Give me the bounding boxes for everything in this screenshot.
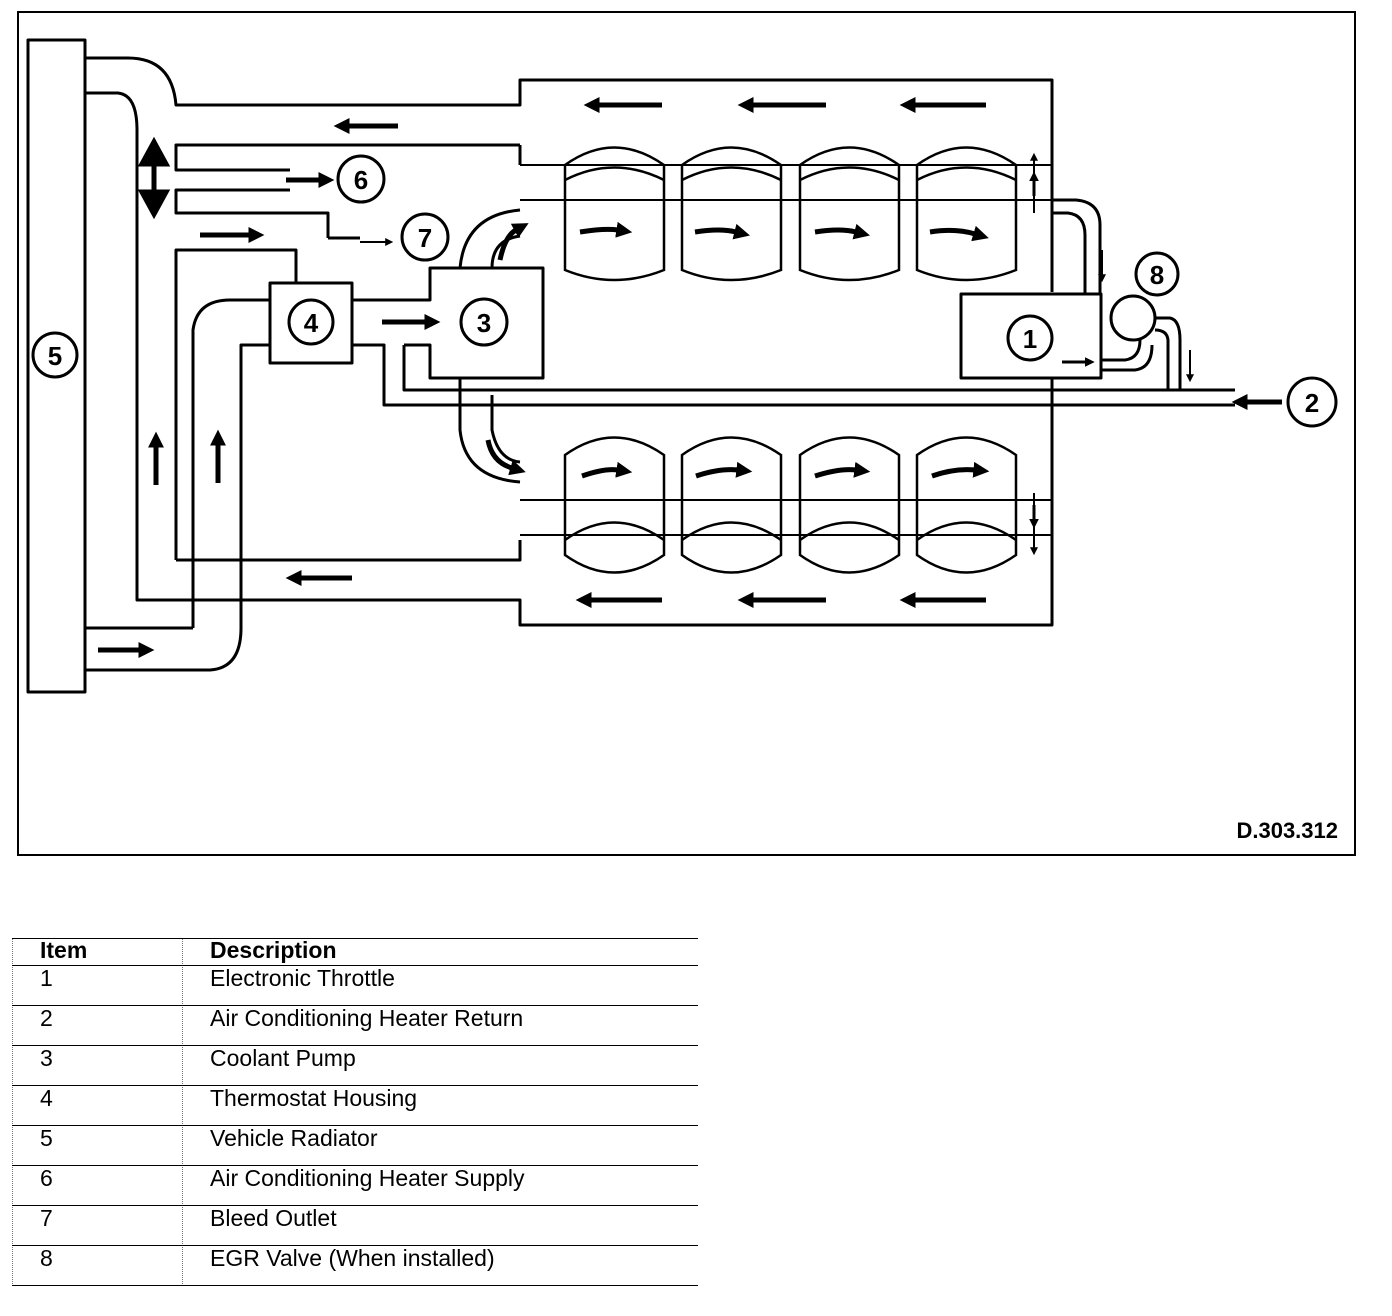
callout-2-circle [1286, 376, 1338, 428]
callout-6-circle [336, 154, 386, 204]
callout-8-circle [1134, 251, 1180, 297]
egr-valve [1109, 294, 1157, 342]
legend-item: 2 [40, 1005, 53, 1031]
legend-row: 6 Air Conditioning Heater Supply [12, 1166, 698, 1206]
callout-2-label: 2 [1305, 388, 1319, 418]
legend-description: Bleed Outlet [210, 1205, 337, 1231]
legend-item: 8 [40, 1245, 53, 1271]
upper-hose [85, 56, 1054, 292]
legend-row: 3 Coolant Pump [12, 1046, 698, 1086]
legend-header-item: Item [40, 937, 88, 963]
legend-item: 6 [40, 1165, 53, 1191]
callout-3-circle [459, 297, 509, 347]
callout-1-label: 1 [1023, 324, 1037, 354]
legend-row: 7 Bleed Outlet [12, 1206, 698, 1246]
legend-table: Item Description 1 Electronic Throttle 2… [12, 938, 698, 1286]
legend-item: 1 [40, 965, 53, 991]
cylinder-bank-lower [563, 436, 1018, 574]
callout-5-label: 5 [48, 341, 62, 371]
coolant-flow-diagram: 1 2 3 4 5 6 7 8 D.303.312 [17, 11, 1356, 856]
thermostat-housing [268, 281, 354, 365]
callout-5-circle [31, 331, 79, 379]
callout-1-circle [1006, 314, 1054, 362]
callout-8-label: 8 [1150, 260, 1164, 290]
flow-arrows [98, 96, 1282, 659]
legend-description: Air Conditioning Heater Supply [210, 1165, 525, 1191]
legend-row: 4 Thermostat Housing [12, 1086, 698, 1126]
legend-item: 3 [40, 1045, 53, 1071]
legend-row: 8 EGR Valve (When installed) [12, 1246, 698, 1286]
cylinder-bank-upper [563, 146, 1018, 282]
legend-row: 5 Vehicle Radiator [12, 1126, 698, 1166]
legend-item: 7 [40, 1205, 53, 1231]
legend-description: EGR Valve (When installed) [210, 1245, 495, 1271]
diagram-frame [17, 11, 1356, 856]
callout-4-label: 4 [304, 308, 319, 338]
legend-row: 2 Air Conditioning Heater Return [12, 1006, 698, 1046]
legend-description: Coolant Pump [210, 1045, 356, 1071]
legend-description: Air Conditioning Heater Return [210, 1005, 524, 1031]
legend-row: 1 Electronic Throttle [12, 966, 698, 1006]
callout-3-label: 3 [477, 308, 491, 338]
legend-description: Electronic Throttle [210, 965, 395, 991]
diagram-reference: D.303.312 [1236, 818, 1338, 843]
heater-supply-tube [174, 143, 520, 172]
legend-description: Thermostat Housing [210, 1085, 418, 1111]
callout-7-circle [400, 212, 450, 262]
legend-item: 4 [40, 1085, 53, 1111]
throttle-body [959, 292, 1103, 380]
legend-description: Vehicle Radiator [210, 1125, 378, 1151]
legend-header: Item Description [12, 938, 698, 966]
legend-item: 5 [40, 1125, 53, 1151]
legend-header-description: Description [210, 937, 337, 963]
callout-6-label: 6 [354, 165, 368, 195]
radiator [26, 38, 87, 694]
callout-7-label: 7 [418, 223, 432, 253]
callout-4-circle [287, 298, 335, 346]
